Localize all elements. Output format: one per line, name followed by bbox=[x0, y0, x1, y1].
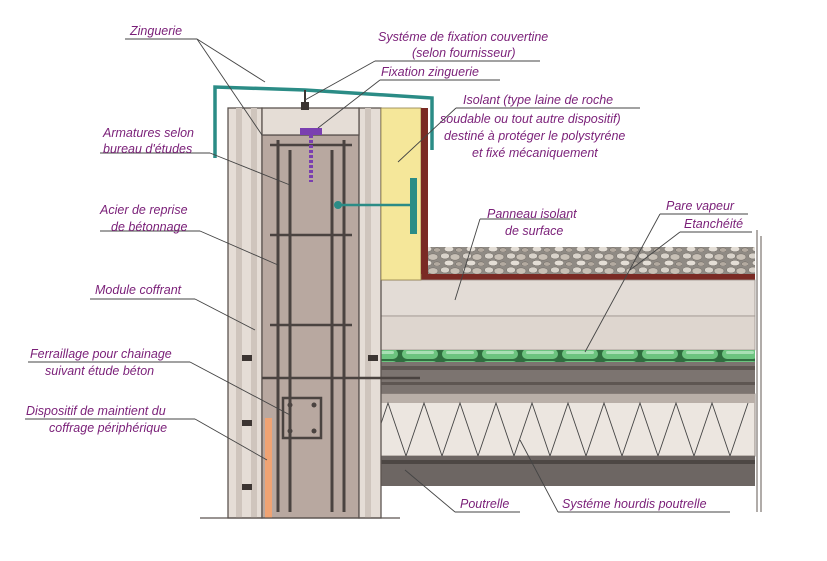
label-poutrelle: Poutrelle bbox=[460, 497, 509, 511]
label-panneau-2: de surface bbox=[505, 224, 563, 238]
membrane-relevé bbox=[421, 108, 428, 274]
fixation-zinguerie-bracket bbox=[300, 128, 322, 135]
hourdis-blocks bbox=[339, 393, 756, 457]
fixation-mecanique bbox=[334, 178, 417, 234]
gravel-layer bbox=[425, 247, 755, 274]
dispositif-maintien bbox=[265, 418, 272, 518]
label-isolant-4: et fixé mécaniquement bbox=[472, 146, 598, 160]
label-ferraillage-2: suivant étude béton bbox=[45, 364, 154, 378]
pare-vapeur-layer bbox=[378, 350, 755, 362]
label-dispositif-1: Dispositif de maintient du bbox=[26, 404, 166, 418]
label-isolant-3: destiné à protéger le polystyréne bbox=[444, 129, 625, 143]
label-panneau-1: Panneau isolant bbox=[487, 207, 577, 221]
label-armatures-1: Armatures selon bbox=[102, 126, 194, 140]
label-ferraillage-1: Ferraillage pour chainage bbox=[30, 347, 172, 361]
label-module-coffrant: Module coffrant bbox=[95, 283, 182, 297]
label-etancheite: Etanchéité bbox=[684, 217, 743, 231]
label-fixation-couvertine: Systéme de fixation couvertine bbox=[378, 30, 548, 44]
label-fixation-zinguerie: Fixation zinguerie bbox=[381, 65, 479, 79]
etancheite-membrane bbox=[378, 274, 755, 280]
label-armatures-2: bureau d'études bbox=[103, 142, 192, 156]
leader-lines bbox=[25, 38, 752, 513]
label-zinguerie: Zinguerie bbox=[129, 24, 182, 38]
label-dispositif-2: coffrage périphérique bbox=[49, 421, 167, 435]
label-isolant-2: soudable ou tout autre dispositif) bbox=[440, 112, 621, 126]
chainage-stirrup bbox=[281, 396, 323, 440]
label-fixation-couvertine-2: (selon fournisseur) bbox=[412, 46, 516, 60]
label-hourdis: Systéme hourdis poutrelle bbox=[562, 497, 707, 511]
peripheral-wall bbox=[200, 107, 420, 519]
label-pare-vapeur: Pare vapeur bbox=[666, 199, 735, 213]
label-acier-1: Acier de reprise bbox=[99, 203, 188, 217]
labels: Zinguerie Systéme de fixation couvertine… bbox=[26, 24, 743, 511]
panneau-isolant bbox=[377, 279, 756, 317]
chape-layer bbox=[377, 315, 756, 351]
label-isolant-1: Isolant (type laine de roche bbox=[463, 93, 613, 107]
roof-build-up bbox=[330, 230, 762, 512]
label-acier-2: de bétonnage bbox=[111, 220, 188, 234]
